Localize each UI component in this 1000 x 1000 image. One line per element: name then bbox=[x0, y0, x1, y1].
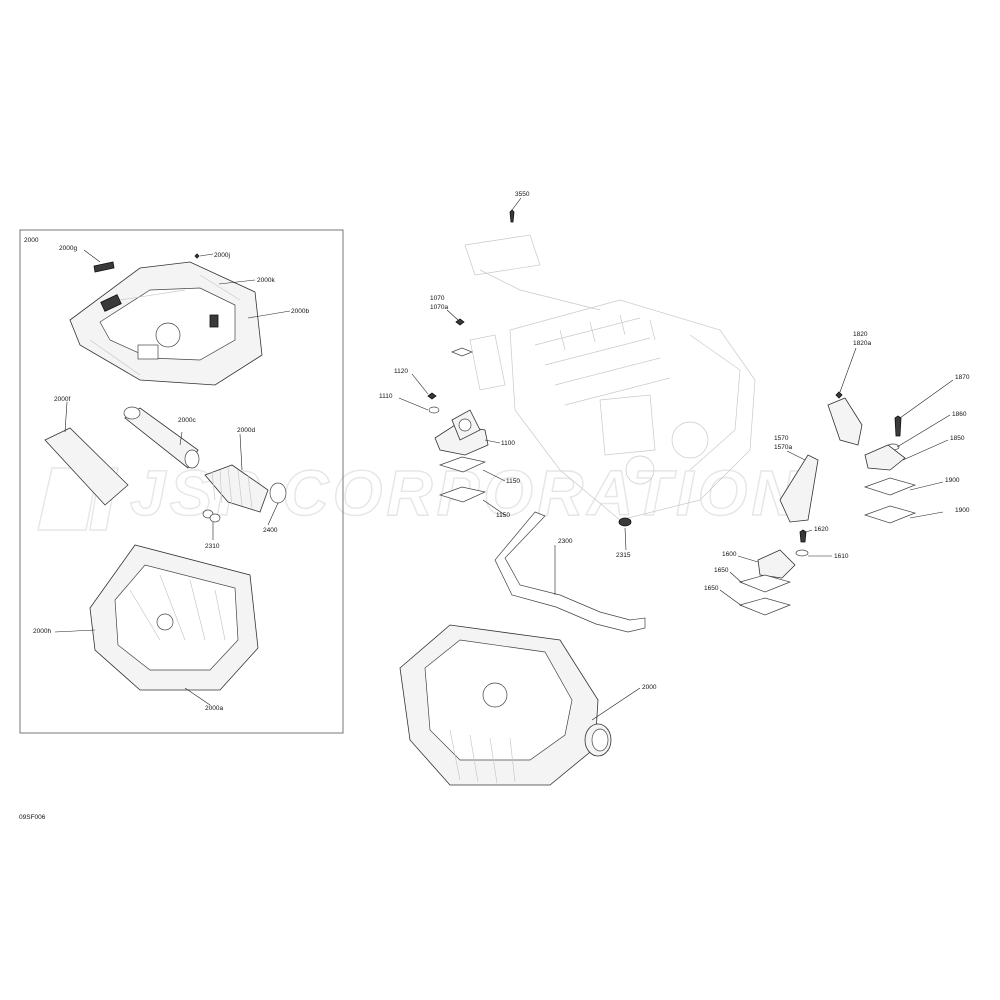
screw-part-1070 bbox=[455, 318, 465, 326]
bolt-part-1620 bbox=[799, 529, 807, 543]
callout-1650-lower: 1650 bbox=[704, 585, 719, 592]
label-2000f: 2000f bbox=[54, 396, 70, 403]
callout-1610: 1610 bbox=[834, 553, 849, 560]
callout-1570a: 1570a bbox=[774, 444, 792, 451]
engine-mount-part-1100 bbox=[434, 409, 489, 456]
label-2310: 2310 bbox=[205, 543, 220, 550]
callout-1850: 1850 bbox=[950, 435, 965, 442]
shim-part-1900a bbox=[863, 477, 917, 496]
screw-part-3550 bbox=[509, 209, 515, 223]
bracket-part-1820 bbox=[827, 391, 863, 446]
engine-ghost bbox=[464, 234, 756, 521]
bellows-part bbox=[204, 464, 269, 513]
clamp-part-2400 bbox=[269, 482, 287, 504]
lower-housing-part bbox=[89, 544, 259, 691]
label-2000b: 2000b bbox=[291, 308, 309, 315]
label-2000h: 2000h bbox=[33, 628, 51, 635]
hose-part-2300 bbox=[494, 511, 646, 633]
main-parts bbox=[399, 209, 917, 786]
callout-2315: 2315 bbox=[616, 552, 631, 559]
callout-1100: 1100 bbox=[501, 440, 515, 447]
label-2000k: 2000k bbox=[257, 277, 275, 284]
washer-part-1610 bbox=[795, 549, 809, 557]
inset-border bbox=[19, 229, 344, 734]
callout-1820: 1820 bbox=[853, 331, 868, 338]
callout-1110: 1110 bbox=[379, 393, 393, 400]
intake-sleeve-part bbox=[44, 427, 129, 506]
callout-1150-upper: 1150 bbox=[506, 478, 520, 485]
mount-part-1850 bbox=[864, 444, 906, 471]
fitting-part-2310 bbox=[202, 509, 221, 523]
inset-leaders bbox=[54, 249, 291, 706]
callout-1650-upper: 1650 bbox=[714, 567, 729, 574]
callout-2300: 2300 bbox=[558, 538, 573, 545]
label-2000j: 2000j bbox=[214, 252, 230, 259]
callout-1570: 1570 bbox=[774, 435, 789, 442]
label-2000g: 2000g bbox=[59, 245, 77, 252]
inset-title: 2000 bbox=[24, 237, 39, 244]
main-callouts: 3550 1070 1070a 1120 1110 1100 1150 1150… bbox=[379, 191, 970, 691]
callout-1900-lower: 1900 bbox=[955, 507, 970, 514]
callout-3550: 3550 bbox=[515, 191, 530, 198]
washer-part-1070a bbox=[451, 347, 473, 357]
air-intake-silencer-part-2000 bbox=[399, 624, 612, 786]
inset-panel: 2000 bbox=[19, 229, 344, 734]
callout-1070: 1070 bbox=[430, 295, 445, 302]
watermark: JSP CORPORATION bbox=[37, 456, 798, 531]
callout-1620: 1620 bbox=[814, 526, 829, 533]
callout-1870: 1870 bbox=[955, 374, 970, 381]
label-2000c: 2000c bbox=[178, 417, 196, 424]
intake-tube-part bbox=[123, 406, 200, 469]
callout-1900-upper: 1900 bbox=[945, 477, 960, 484]
mount-part-1600 bbox=[757, 549, 796, 579]
callout-1150-lower: 1150 bbox=[496, 512, 510, 519]
callout-2000: 2000 bbox=[642, 684, 657, 691]
upper-housing-part bbox=[69, 261, 263, 386]
label-2400: 2400 bbox=[263, 527, 278, 534]
shim-part-1650b bbox=[738, 597, 792, 616]
shim-part-1650a bbox=[738, 574, 792, 593]
shim-part-1150b bbox=[438, 486, 487, 503]
callout-1070a: 1070a bbox=[430, 304, 448, 311]
shim-part-1900b bbox=[863, 505, 917, 524]
label-2000a: 2000a bbox=[205, 705, 223, 712]
callout-1600: 1600 bbox=[722, 551, 737, 558]
callout-1120: 1120 bbox=[394, 368, 408, 375]
shim-part-1150a bbox=[438, 456, 487, 473]
main-leaders bbox=[398, 197, 954, 721]
bolt-part-1870 bbox=[894, 415, 902, 437]
screw-part-2000j bbox=[194, 253, 200, 259]
nut-part-1120 bbox=[427, 392, 437, 400]
callout-1860: 1860 bbox=[952, 411, 967, 418]
washer-part-1110 bbox=[428, 406, 440, 414]
label-2000d: 2000d bbox=[237, 427, 255, 434]
label-sticker-part bbox=[93, 261, 115, 273]
callout-1820a: 1820a bbox=[853, 340, 871, 347]
bracket-part-1570 bbox=[779, 454, 819, 523]
figure-code: 09SF006 bbox=[19, 814, 46, 821]
clamp-part-2315 bbox=[618, 517, 632, 527]
